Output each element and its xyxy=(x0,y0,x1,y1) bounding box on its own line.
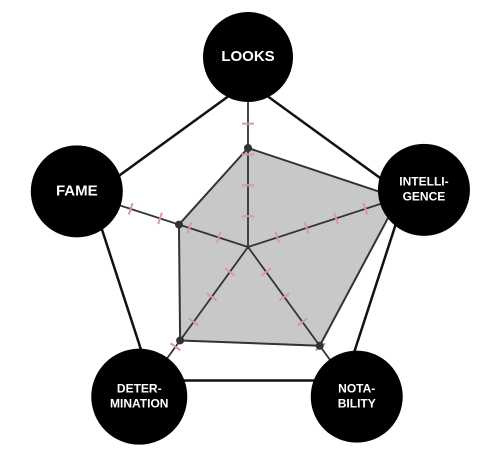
axis-label-2-1: BILITY xyxy=(338,396,376,410)
axis-tick-4-2 xyxy=(186,221,193,234)
axis-label-1-0: INTELLI- xyxy=(399,175,448,189)
axis-tick-2-2 xyxy=(278,292,290,302)
axis-label-3-1: MINATION xyxy=(110,396,168,410)
axis-tick-2-1 xyxy=(260,267,272,277)
axis-tick-3-2 xyxy=(206,292,218,302)
axis-label-4-0: FAME xyxy=(56,182,98,199)
axis-label-3-0: DETER- xyxy=(117,381,162,395)
axis-bubble-2 xyxy=(310,350,403,443)
axis-tick-4-4 xyxy=(127,202,134,215)
axis-bubble-0 xyxy=(203,12,293,102)
data-point-0 xyxy=(244,144,252,152)
axis-tick-3-3 xyxy=(188,317,200,327)
series-area xyxy=(177,147,400,347)
axis-tick-1-4 xyxy=(362,202,369,215)
axis-bubble-1 xyxy=(377,143,470,236)
axis-line-2 xyxy=(247,246,346,382)
axis-tick-3-4 xyxy=(170,342,181,352)
axis-label-2-0: NOTA- xyxy=(338,381,375,395)
data-point-2 xyxy=(315,341,324,350)
axis-tick-4-3 xyxy=(157,212,163,225)
axis-tick-3-1 xyxy=(224,267,236,277)
axis-bubble-4 xyxy=(30,145,123,238)
axis-tick-1-3 xyxy=(333,212,339,225)
data-point-3 xyxy=(176,336,185,345)
axis-label-1-1: GENCE xyxy=(403,190,446,204)
data-point-4 xyxy=(174,220,183,229)
axis-tick-1-1 xyxy=(274,231,281,244)
axis-bubble-3 xyxy=(91,348,188,445)
axis-line-1 xyxy=(247,195,406,248)
axis-tick-2-3 xyxy=(296,317,308,327)
axis-tick-1-2 xyxy=(303,221,310,234)
axis-label-0-0: LOOKS xyxy=(221,48,274,65)
axis-label-bubbles-layer: LOOKS INTELLI-GENCE NOTA-BILITY DETER-MINAT… xyxy=(30,12,470,445)
series-area-layer xyxy=(177,147,400,347)
axis-tick-4-1 xyxy=(215,231,222,244)
